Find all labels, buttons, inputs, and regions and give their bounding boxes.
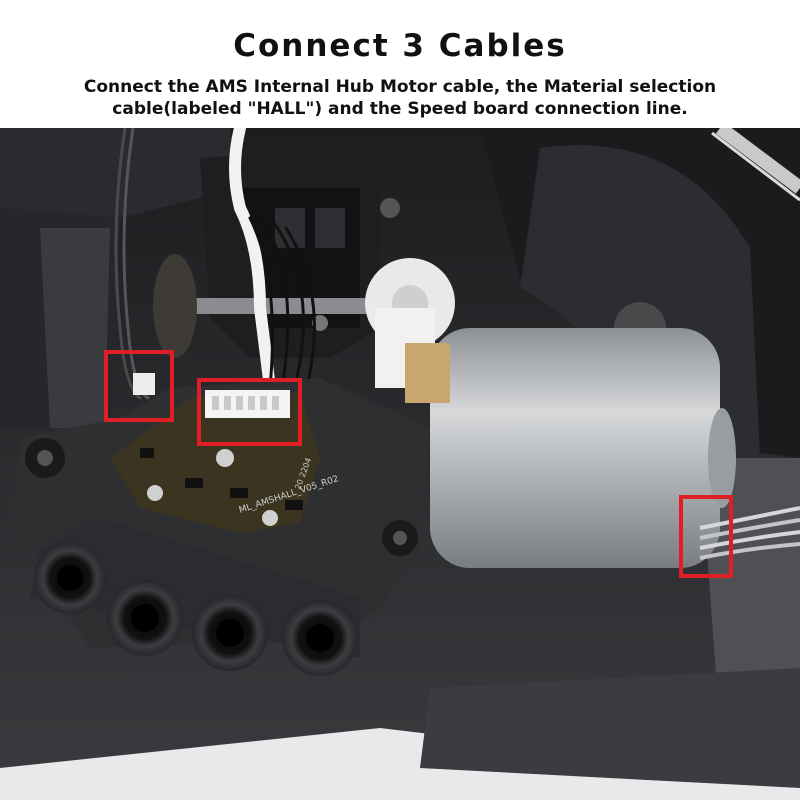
hardware-photo: ML_AMSHALL_V05_R02 20 2204	[0, 128, 800, 800]
hardware-photo-drawing: ML_AMSHALL_V05_R02 20 2204	[0, 128, 800, 800]
page-subtitle: Connect the AMS Internal Hub Motor cable…	[83, 77, 717, 119]
motor-wires	[699, 506, 800, 560]
wire-bundle	[114, 128, 316, 400]
filament-ports	[30, 518, 360, 676]
ribbon-cable	[711, 128, 800, 202]
shaft-knob	[153, 254, 197, 358]
callout-material-selection-cable	[104, 350, 174, 422]
callout-hall-connector	[197, 378, 302, 446]
page-title: Connect 3 Cables	[233, 28, 567, 64]
callout-hub-motor-cable	[679, 495, 733, 578]
small-white-connector	[133, 373, 155, 395]
pcb-white-connector	[205, 390, 290, 418]
hub-motor	[405, 328, 736, 568]
